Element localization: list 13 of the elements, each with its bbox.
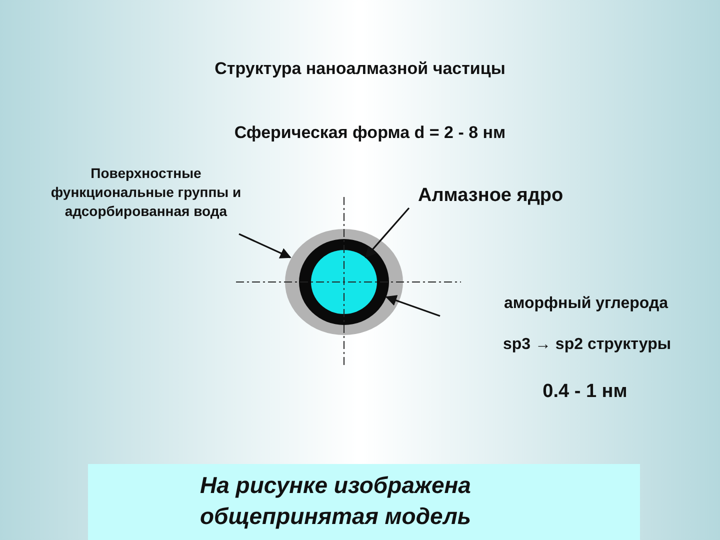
size-note: Сферическая форма d = 2 - 8 нм — [233, 122, 507, 144]
leader-arrow — [238, 233, 292, 258]
callout-text: Алмазное ядро — [418, 182, 618, 210]
callout-text: Поверхностные функциональные группы и адсорбированная вода — [33, 164, 259, 234]
title: Структура наноалмазной частицы — [214, 58, 506, 80]
thickness-note: 0.4 - 1 нм — [542, 380, 628, 404]
particle-layer — [311, 250, 377, 314]
leader-arrow — [365, 207, 410, 258]
callout-text: аморфный углерода — [468, 292, 704, 318]
structure-note: sp3 → sp2 структуры — [502, 335, 672, 355]
leader-arrow — [385, 295, 440, 317]
particle-layer — [299, 239, 389, 325]
note-banner: На рисунке изображена общепринятая модель — [88, 464, 640, 540]
